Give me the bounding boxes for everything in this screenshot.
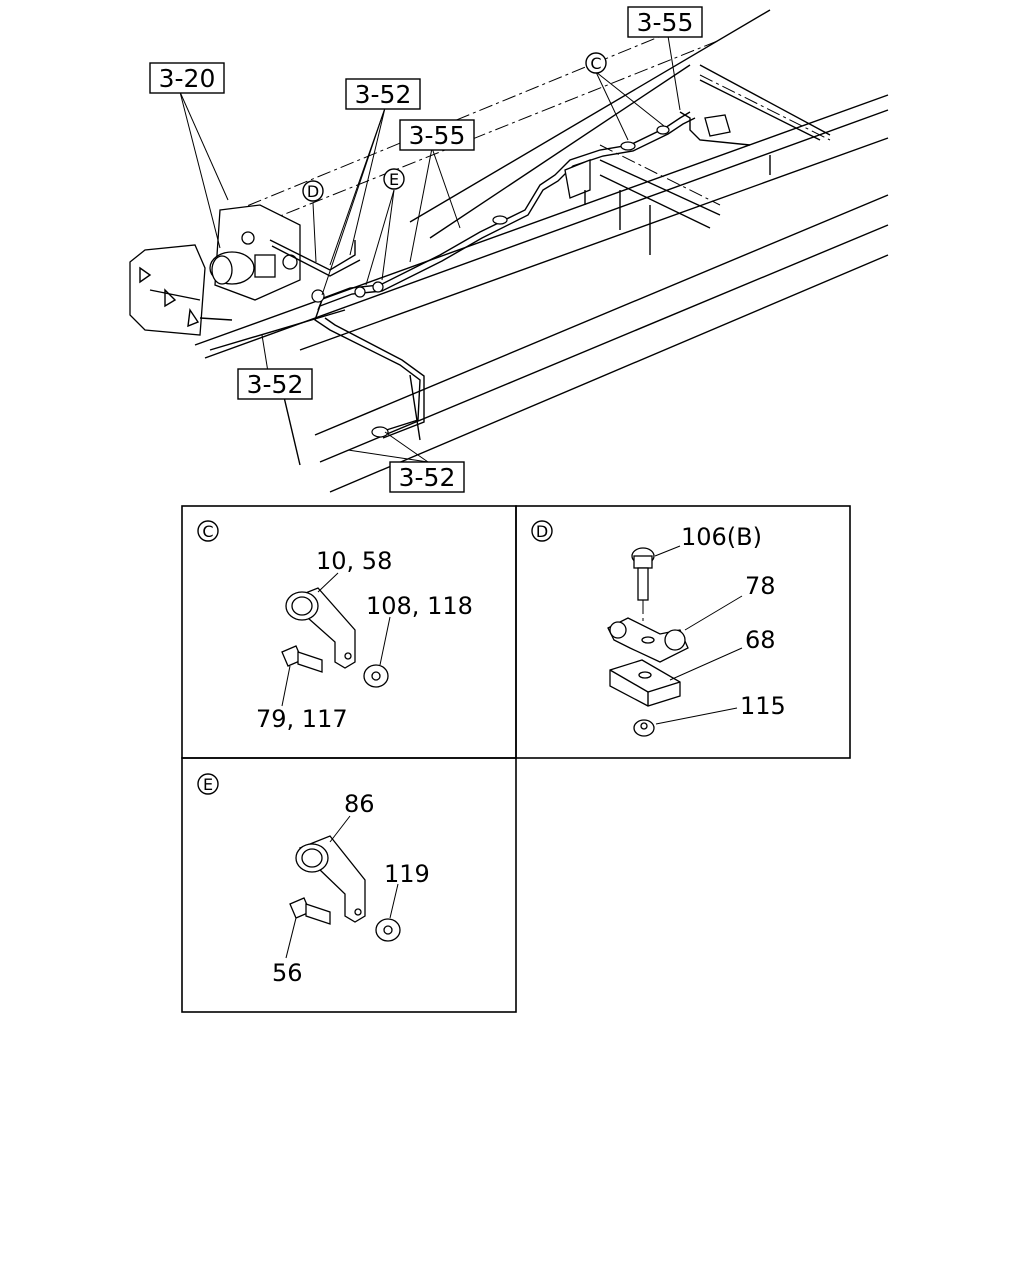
label-56: 56: [272, 959, 303, 987]
svg-text:3-52: 3-52: [399, 463, 456, 492]
clip-bracket-e: [295, 835, 366, 923]
ref-box-3-55-middle[interactable]: 3-55: [399, 119, 475, 151]
detail-d-panel: D 106(B) 78 68 115: [531, 520, 786, 737]
clamp-d: [607, 617, 689, 663]
main-assembly-view: 3-55 3-20 3-52 3-55 3-52 3-52 C D: [129, 6, 889, 493]
label-86: 86: [344, 790, 375, 818]
pad-d: [609, 659, 681, 707]
flange-bolt-d: [631, 547, 655, 640]
svg-text:C: C: [202, 522, 213, 541]
svg-text:3-52: 3-52: [247, 370, 304, 399]
svg-text:E: E: [389, 170, 399, 189]
svg-text:3-55: 3-55: [409, 121, 466, 150]
marker-e-main[interactable]: E: [383, 168, 405, 190]
ref-box-3-52-left[interactable]: 3-52: [237, 368, 313, 400]
leader-lines: [179, 35, 681, 463]
label-79-117: 79, 117: [256, 705, 348, 733]
detail-e-panel: E 86 119 56: [197, 773, 430, 987]
pump-assembly: [129, 204, 301, 336]
label-78: 78: [745, 572, 776, 600]
ref-box-3-55-top[interactable]: 3-55: [627, 6, 703, 38]
brake-pipes: [269, 111, 751, 439]
ref-box-3-20[interactable]: 3-20: [149, 62, 225, 94]
marker-c-main[interactable]: C: [585, 52, 607, 74]
frame-rails: [194, 9, 889, 493]
label-119: 119: [384, 860, 430, 888]
detail-panels-frame: [181, 505, 851, 1013]
svg-text:C: C: [590, 54, 601, 73]
ref-box-3-52-upper[interactable]: 3-52: [345, 78, 421, 110]
clip-bracket-c: [285, 587, 356, 669]
bolt-c: [281, 645, 323, 673]
svg-text:3-20: 3-20: [159, 64, 216, 93]
marker-e-detail: E: [197, 773, 219, 795]
marker-d-main[interactable]: D: [302, 180, 324, 202]
marker-c-detail: C: [197, 520, 219, 542]
svg-text:D: D: [307, 182, 319, 201]
label-115: 115: [740, 692, 786, 720]
label-68: 68: [745, 626, 776, 654]
svg-text:E: E: [203, 775, 213, 794]
label-108-118: 108, 118: [366, 592, 473, 620]
ref-box-3-52-bottom[interactable]: 3-52: [389, 461, 465, 493]
bolt-e: [289, 897, 331, 925]
svg-text:3-52: 3-52: [355, 80, 412, 109]
svg-text:3-55: 3-55: [637, 8, 694, 37]
label-106b: 106(B): [681, 523, 762, 551]
nut-c: [363, 664, 389, 688]
nut-d: [633, 719, 655, 737]
marker-d-detail: D: [531, 520, 553, 542]
detail-c-panel: C 10, 58 108, 118 79, 117: [197, 520, 473, 733]
nut-e: [375, 918, 401, 942]
label-10-58: 10, 58: [316, 547, 392, 575]
svg-text:D: D: [536, 522, 548, 541]
